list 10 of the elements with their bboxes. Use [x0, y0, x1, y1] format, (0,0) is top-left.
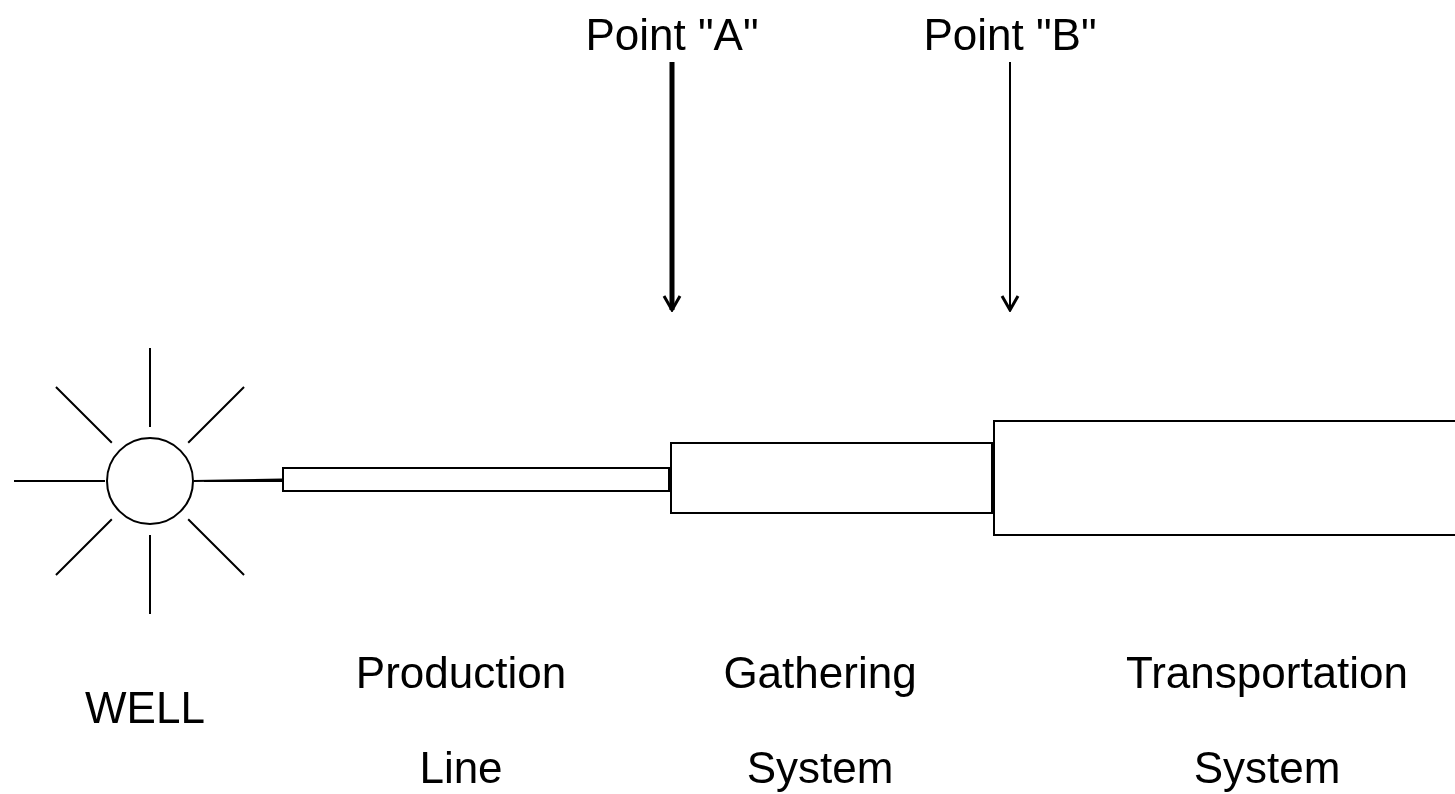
- pipe-segment: [670, 442, 993, 514]
- connector-line: [193, 478, 283, 482]
- segment-caption: WELL: [84, 682, 206, 734]
- segment-caption: Production Line: [354, 647, 568, 794]
- pointer-arrow: [662, 62, 682, 312]
- pipe-segment: [282, 467, 670, 492]
- segment-caption: Gathering System: [722, 647, 918, 794]
- pointer-arrow: [1000, 61, 1020, 312]
- pipe-segment: [993, 420, 1455, 536]
- segment-caption: Transportation System: [1124, 647, 1410, 794]
